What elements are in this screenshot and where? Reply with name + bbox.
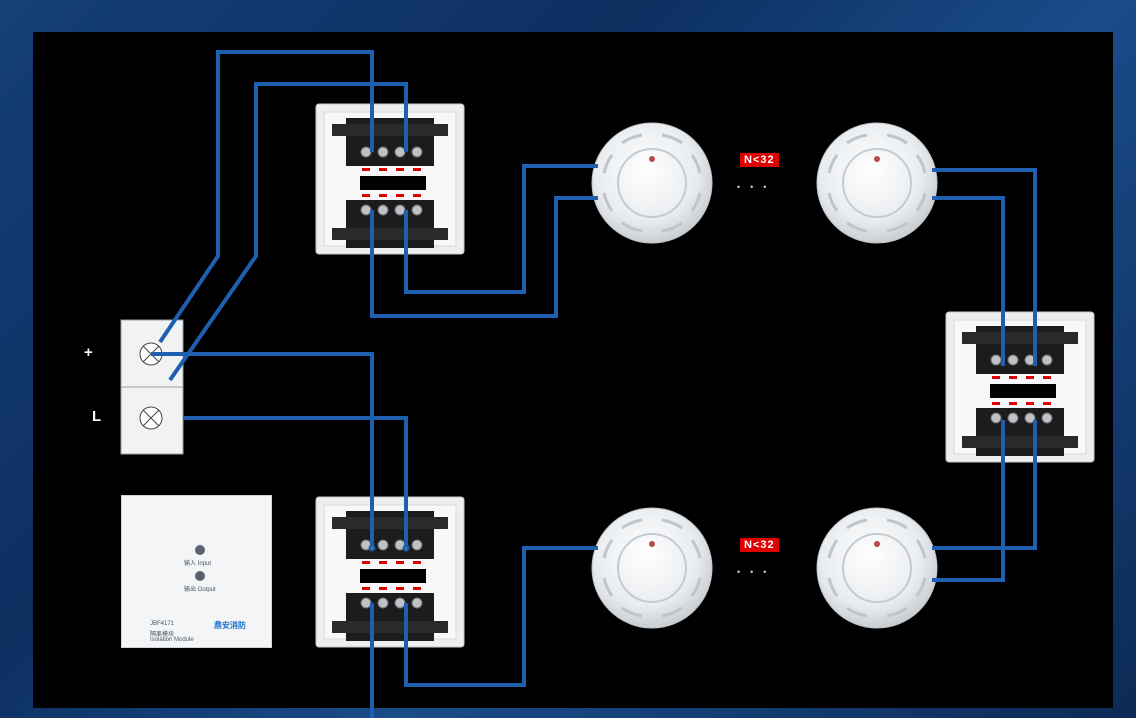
wiring [151, 50, 1037, 718]
terminal-minus-icon [139, 406, 163, 430]
model-label: JBF4171 [150, 621, 175, 627]
count-note-top: N<32 [740, 153, 779, 167]
isolation-module-right [945, 311, 1095, 463]
output-led-icon [195, 571, 205, 581]
input-led-icon [195, 545, 205, 555]
smoke-detector-4 [815, 506, 939, 630]
brand-logo: 鼎安消防 [214, 621, 246, 630]
count-note-bottom: N<32 [740, 538, 779, 552]
ellipsis-bottom: ••• [737, 567, 777, 577]
module-name-en: Isolation Module [150, 637, 194, 643]
smoke-detector-2 [815, 121, 939, 245]
smoke-detector-3 [590, 506, 714, 630]
output-label: 输出 Output [184, 587, 216, 593]
input-label: 输入 Input [184, 561, 212, 567]
isolation-module-panel: 输入 Input 输出 Output JBF4171 隔离模块 Isolatio… [121, 495, 272, 648]
isolation-module-bottom [315, 496, 465, 648]
module-name-cn: 隔离模块 [150, 632, 175, 638]
ellipsis-top: ••• [737, 182, 777, 192]
terminal-minus-label: L [92, 408, 102, 425]
isolation-module-top [315, 103, 465, 255]
terminal-plus-label: + [84, 344, 93, 361]
smoke-detector-1 [590, 121, 714, 245]
